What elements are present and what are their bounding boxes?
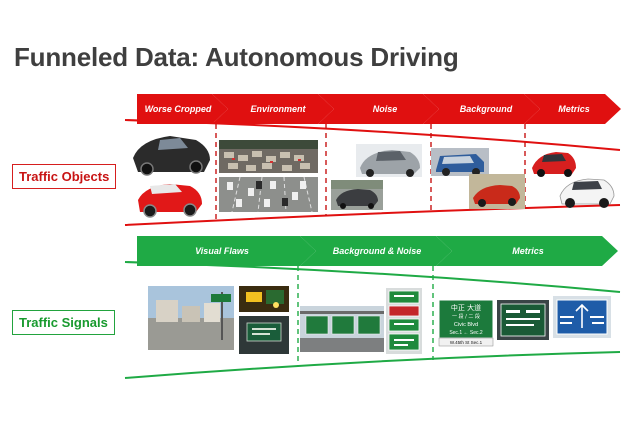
- stage-label-metrics-red: Metrics: [558, 104, 590, 114]
- green-stage-labels: Visual Flaws Background & Noise Metrics: [195, 246, 544, 256]
- sign-text-sec: Sec.1 ← Sec.2: [449, 330, 483, 336]
- red-stage-arrows: [137, 94, 621, 124]
- photo-overhead-gantry: [300, 306, 384, 352]
- sign-text-civic-blvd: Civic Blvd: [454, 322, 478, 328]
- red-arrow-worse-cropped: [137, 94, 228, 124]
- green-dashed-dividers: [297, 266, 434, 367]
- photo-layered-green-signs: [386, 288, 422, 354]
- stage-label-background: Background: [460, 104, 513, 114]
- red-stage-labels: Worse Cropped Environment Noise Backgrou…: [145, 104, 590, 114]
- photo-dark-green-sign: [239, 316, 289, 354]
- red-dashed-dividers: [215, 124, 526, 222]
- stage-label-metrics-green: Metrics: [512, 246, 544, 256]
- photo-dark-direction-sign: [497, 300, 549, 340]
- photo-red-roadster: [469, 174, 525, 209]
- photo-street-scene: [148, 286, 234, 350]
- traffic-objects-label: Traffic Objects: [12, 164, 117, 189]
- stage-label-visual-flaws: Visual Flaws: [195, 246, 249, 256]
- photo-night-sign: [239, 286, 289, 312]
- stage-label-environment: Environment: [250, 104, 306, 114]
- red-arrow-background: [423, 94, 540, 124]
- photo-white-suv: [559, 178, 615, 208]
- photo-red-convertible: [138, 184, 202, 218]
- green-funnel-bottom-line: [124, 351, 621, 379]
- photo-civic-blvd-sign: 中正 大道 一 段 / 二 段 Civic Blvd Sec.1 ← Sec.2…: [438, 299, 494, 347]
- red-funnel-bottom-line: [124, 204, 621, 226]
- green-arrow-metrics: [436, 236, 618, 266]
- red-arrow-environment: [212, 94, 334, 124]
- red-arrow-metrics: [524, 94, 621, 124]
- red-arrow-noise: [318, 94, 439, 124]
- green-stage-arrows: [137, 236, 618, 266]
- traffic-signals-label: Traffic Signals: [12, 310, 115, 335]
- stage-label-background-noise: Background & Noise: [333, 246, 422, 256]
- photo-noisy-road-car: [331, 180, 383, 210]
- photo-red-crossover: [532, 152, 576, 177]
- stage-label-worse-cropped: Worse Cropped: [145, 104, 212, 114]
- sign-text-sections: 一 段 / 二 段: [452, 313, 480, 320]
- green-arrow-visual-flaws: [137, 236, 316, 266]
- photo-camouflaged-car: [356, 144, 422, 177]
- photo-blue-suv: [431, 148, 489, 176]
- sign-text-w45th: W.45th St Sec.1: [450, 340, 483, 345]
- photo-black-supercar: [133, 136, 210, 176]
- photo-highway-traffic: [219, 176, 318, 213]
- photo-blue-highway-sign: [553, 296, 611, 338]
- photo-traffic-jam: [219, 140, 318, 173]
- page-title: Funneled Data: Autonomous Driving: [14, 42, 459, 72]
- sign-text-zhongzheng: 中正 大道: [451, 303, 481, 312]
- green-arrow-background-noise: [300, 236, 452, 266]
- stage-label-noise: Noise: [373, 104, 398, 114]
